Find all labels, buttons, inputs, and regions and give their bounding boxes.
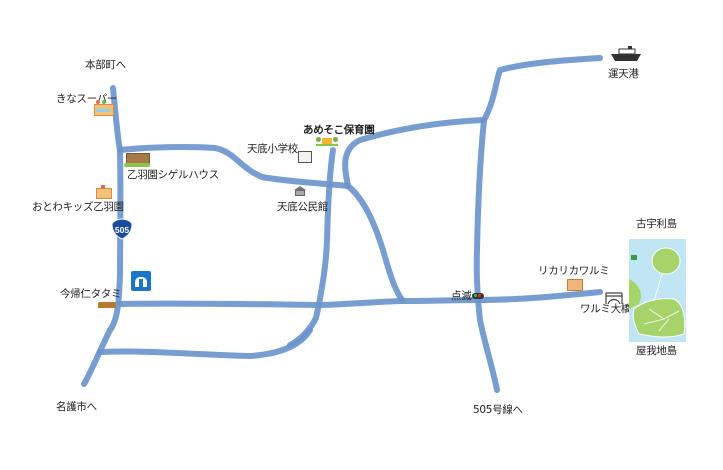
- traffic-signal-icon: [472, 293, 484, 299]
- supermarket-icon: [94, 100, 114, 116]
- road-upper: [117, 143, 351, 189]
- ship-icon: [610, 46, 642, 62]
- road-port: [342, 55, 603, 189]
- place-group-home: 乙羽園シゲルハウス: [127, 169, 219, 181]
- place-signal: 点滅: [451, 290, 472, 302]
- place-bridge: ワルミ大橋: [580, 303, 631, 315]
- road-lower: [97, 327, 313, 359]
- place-tatami: 今帰仁タタミ: [60, 288, 122, 300]
- nursery-icon: [316, 137, 338, 146]
- shop-icon: [567, 279, 583, 291]
- place-community-hall: 天底公民館: [277, 201, 328, 213]
- place-nursery: あめそこ保育園: [303, 124, 375, 136]
- community-hall-icon: [294, 186, 306, 196]
- road-505: [81, 85, 124, 387]
- route-number: 505: [115, 225, 129, 235]
- destination-south-west: 名護市へ: [56, 401, 97, 413]
- destination-port: 運天港: [608, 68, 639, 80]
- island-inset-map: [629, 239, 686, 342]
- road-branch: [345, 183, 405, 303]
- road-east: [473, 117, 500, 393]
- destination-south: 505号線へ: [473, 404, 523, 416]
- group-home-icon: [124, 153, 150, 167]
- road-east-west: [117, 289, 603, 308]
- place-kids: おとわキッズ乙羽園: [32, 201, 124, 213]
- place-school: 天底小学校: [247, 143, 298, 155]
- place-rikari: リカリカワルミ: [538, 265, 610, 277]
- island-south-label: 屋我地島: [636, 345, 677, 357]
- island-north-label: 古宇利島: [636, 218, 677, 230]
- destination-north: 本部町へ: [85, 59, 126, 71]
- school-icon: [298, 151, 312, 163]
- route-505-shield-icon: 505: [111, 218, 133, 240]
- bridge-icon: [605, 289, 623, 305]
- tatami-icon: [98, 302, 116, 308]
- lawson-station-icon: [131, 271, 151, 291]
- kids-icon: [94, 185, 112, 199]
